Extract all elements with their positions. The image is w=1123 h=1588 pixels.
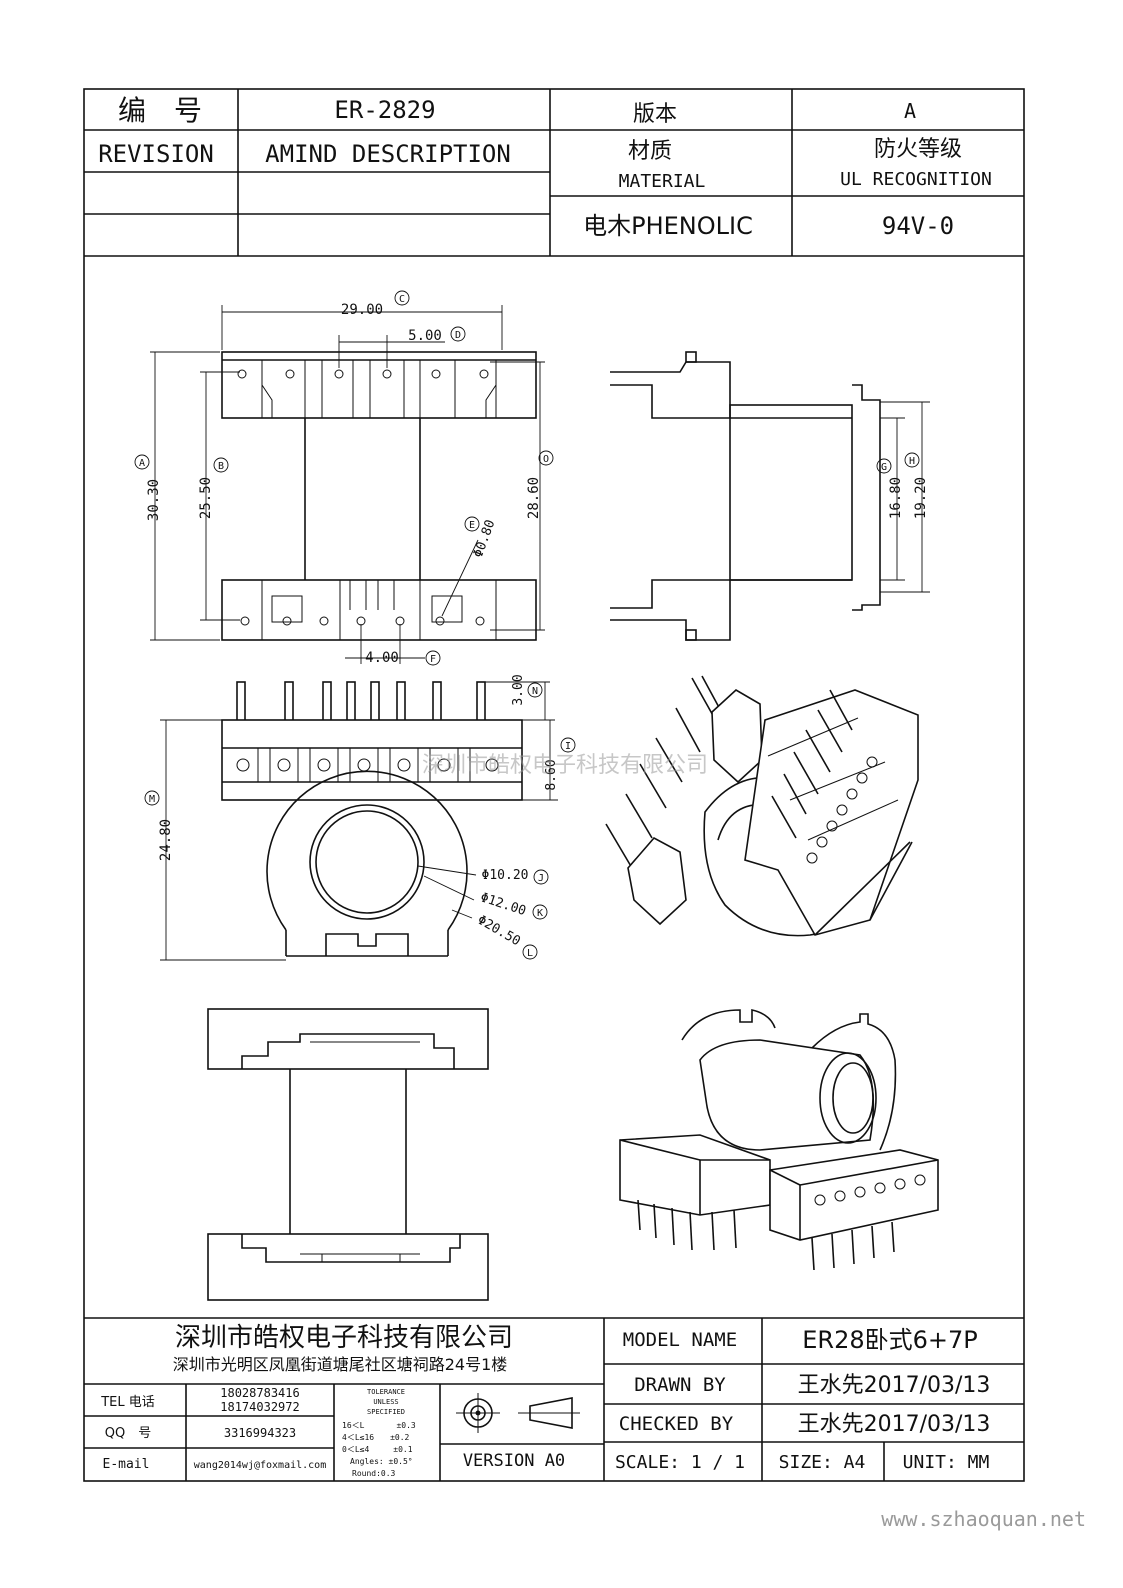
marker-n: N	[532, 686, 538, 697]
dim-n: 3.00	[511, 674, 526, 705]
front-view: 3.00 N 8.60 I 24.80 M Φ10.20 J Φ12.00 K …	[144, 674, 576, 961]
tel-2: 18174032972	[220, 1400, 299, 1414]
marker-d: D	[455, 330, 461, 341]
marker-m: M	[149, 794, 155, 805]
tolerance-1: TOLERANCE	[367, 1388, 405, 1396]
top-view: 29.00 C 5.00 D 30.30 A 25.50 B 28.60 O Φ…	[134, 290, 554, 666]
site-url: www.szhaoquan.net	[881, 1507, 1086, 1531]
tolerance-r3: 0＜L≤4 ±0.1	[342, 1445, 413, 1454]
tolerance-2: UNLESS	[373, 1398, 398, 1406]
title-block-header: 编 号 ER-2829 版本 A REVISION AMIND DESCRIPT…	[84, 89, 1024, 257]
title-block-footer: 深圳市皓权电子科技有限公司 深圳市光明区凤凰街道塘尾社区塘祠路24号1楼 TEL…	[84, 1317, 1024, 1481]
checked-by-label: CHECKED BY	[619, 1413, 734, 1435]
marker-c: C	[399, 294, 405, 305]
marker-b: B	[218, 461, 224, 472]
unit-label: UNIT: MM	[903, 1452, 990, 1473]
material-cn: 材质	[628, 139, 672, 164]
isometric-view-top	[605, 675, 919, 937]
drawn-by-value: 王水先2017/03/13	[798, 1373, 991, 1398]
qq-label: QQ 号	[105, 1426, 151, 1441]
drawn-by-label: DRAWN BY	[634, 1374, 726, 1396]
qq-value: 3316994323	[224, 1426, 296, 1440]
sheet-border	[83, 88, 1025, 1482]
tolerance-r2: 4＜L≤16 ±0.2	[342, 1433, 410, 1442]
tel-label: TEL 电话	[100, 1395, 155, 1410]
dim-j: Φ10.20	[482, 868, 529, 883]
version-label: 版本	[633, 102, 677, 127]
dim-a: 30.30	[146, 479, 162, 521]
tolerance-r4: Angles: ±0.5°	[350, 1457, 413, 1466]
dim-c: 29.00	[341, 302, 383, 318]
ul-cn: 防火等级	[874, 137, 962, 162]
ul-en: UL RECOGNITION	[840, 169, 992, 190]
email-label: E-mail	[103, 1457, 150, 1472]
tolerance-r5: Round:0.3	[352, 1469, 396, 1478]
email-value: wang2014wj@foxmail.com	[194, 1460, 326, 1471]
company-address: 深圳市光明区凤凰街道塘尾社区塘祠路24号1楼	[173, 1355, 508, 1374]
company-name: 深圳市皓权电子科技有限公司	[175, 1323, 513, 1353]
marker-f: F	[430, 654, 436, 665]
dim-i: 8.60	[544, 759, 559, 790]
marker-k: K	[537, 908, 543, 919]
dim-f: 4.00	[365, 650, 399, 666]
checked-by-value: 王水先2017/03/13	[798, 1412, 991, 1437]
tel-1: 18028783416	[220, 1386, 299, 1400]
material-value: 电木PHENOLIC	[583, 212, 753, 240]
code-value: ER-2829	[334, 96, 435, 124]
dim-e: Φ0.80	[471, 518, 498, 560]
dim-l: Φ20.50	[475, 913, 523, 949]
dim-d: 5.00	[408, 328, 442, 344]
marker-g: G	[881, 462, 887, 473]
marker-l: L	[527, 948, 533, 959]
model-name-label: MODEL NAME	[623, 1329, 737, 1351]
isometric-view-bottom	[619, 1009, 939, 1271]
marker-j: J	[538, 873, 544, 884]
marker-e: E	[469, 520, 475, 531]
marker-h: H	[909, 456, 915, 467]
dim-h: 19.20	[913, 477, 929, 519]
watermark: 深圳市皓权电子科技有限公司	[422, 753, 708, 778]
dim-m: 24.80	[158, 819, 174, 861]
material-en: MATERIAL	[619, 171, 706, 192]
tolerance-r1: 16＜L ±0.3	[342, 1421, 416, 1430]
dim-g: 16.80	[888, 477, 904, 519]
marker-a: A	[139, 458, 145, 469]
amend-label: AMIND DESCRIPTION	[265, 140, 511, 168]
ul-value: 94V-0	[882, 212, 954, 240]
model-name-value: ER28卧式6+7P	[802, 1326, 978, 1354]
scale-label: SCALE: 1 / 1	[615, 1452, 745, 1473]
version-a0: VERSION A0	[463, 1451, 565, 1471]
bottom-view	[207, 1008, 489, 1301]
marker-o: O	[543, 454, 549, 465]
dim-b: 25.50	[198, 477, 214, 519]
dim-o: 28.60	[526, 477, 542, 519]
code-label: 编 号	[118, 94, 202, 127]
version-value: A	[904, 99, 916, 123]
revision-label: REVISION	[98, 140, 214, 168]
marker-i: I	[565, 741, 571, 752]
projection-symbol-icon	[456, 1393, 580, 1433]
size-label: SIZE: A4	[779, 1452, 866, 1473]
tolerance-3: SPECIFIED	[367, 1408, 405, 1416]
side-view: 16.80 G 19.20 H	[610, 351, 930, 641]
